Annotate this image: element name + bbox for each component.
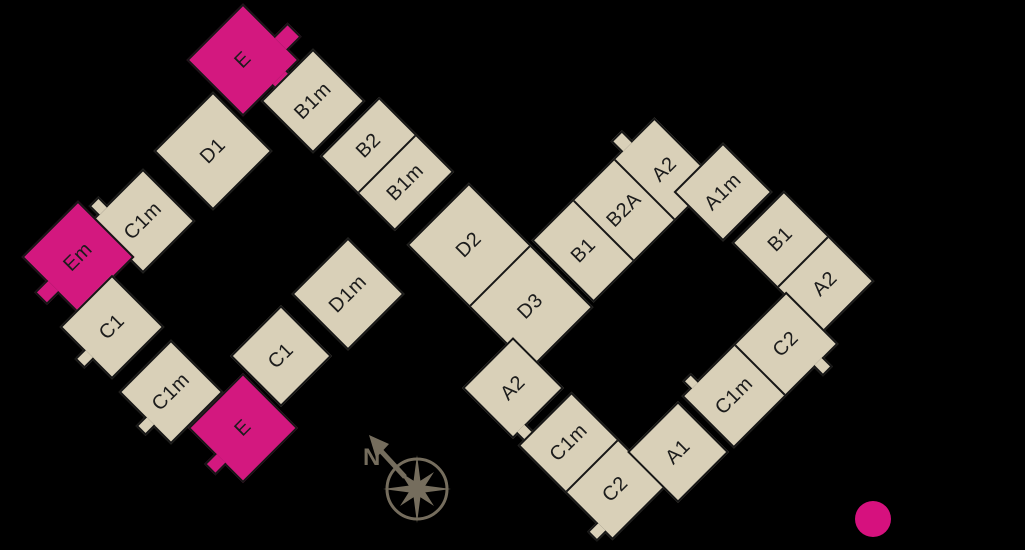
unit-block-face: D1	[153, 91, 273, 211]
compass-needle	[379, 449, 407, 479]
compass-north-label: N	[363, 444, 380, 471]
compass-arrowhead	[369, 435, 389, 458]
block-d1[interactable]: D1	[153, 91, 273, 211]
unit-label: D1	[195, 133, 230, 168]
compass-icon: N	[363, 435, 451, 523]
location-marker-dot	[855, 501, 891, 537]
unit-label: D1m	[324, 270, 371, 317]
